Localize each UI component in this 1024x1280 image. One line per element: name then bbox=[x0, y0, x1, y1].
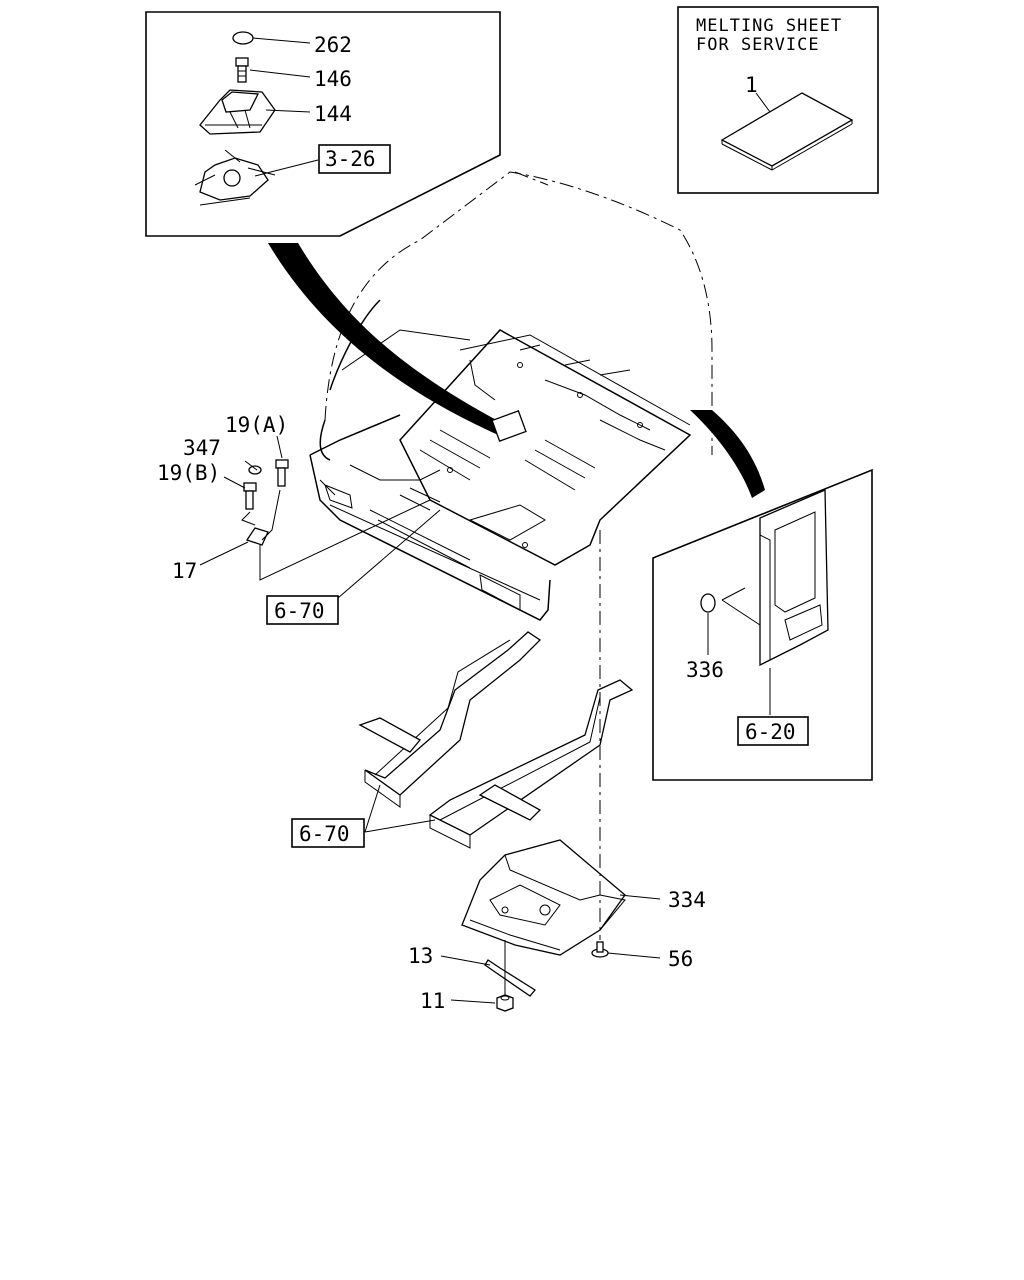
leader-lines bbox=[199, 435, 661, 1004]
ref-3-26: 3-26 bbox=[325, 147, 376, 171]
vehicle-body bbox=[309, 171, 713, 621]
label-1: 1 bbox=[745, 73, 758, 97]
part-19a-bolt bbox=[275, 459, 289, 487]
ref-box-6-70-bottom bbox=[291, 818, 365, 848]
floor-pad bbox=[468, 504, 546, 541]
part-11-nut bbox=[496, 994, 514, 1012]
pointer-arrow-left bbox=[268, 243, 515, 438]
part-336-plug bbox=[700, 593, 716, 613]
shift-lever-inset bbox=[145, 11, 501, 237]
lever-mechanism bbox=[194, 149, 276, 206]
melting-sheet-inset bbox=[677, 6, 879, 194]
side-panel-inset bbox=[652, 468, 873, 781]
label-334: 334 bbox=[668, 888, 706, 912]
frame-rails bbox=[358, 631, 634, 849]
label-11: 11 bbox=[420, 989, 445, 1013]
callout-labels: 262 146 144 3-26 MELTING SHEET FOR SERVI… bbox=[157, 16, 842, 1013]
part-262-cap bbox=[232, 31, 254, 45]
pointer-arrow-right bbox=[690, 410, 765, 498]
label-19a: 19(A) bbox=[225, 413, 288, 437]
side-panel bbox=[759, 489, 829, 667]
bolt-group bbox=[241, 459, 289, 546]
part-146-bolt bbox=[235, 57, 249, 83]
ref-6-20: 6-20 bbox=[745, 720, 796, 744]
label-336: 336 bbox=[686, 658, 724, 682]
label-56: 56 bbox=[668, 947, 693, 971]
label-347: 347 bbox=[183, 436, 221, 460]
label-146: 146 bbox=[314, 67, 352, 91]
part-17-clip bbox=[245, 527, 269, 546]
part-13-bracket bbox=[484, 959, 536, 997]
label-262: 262 bbox=[314, 33, 352, 57]
melting-sheet-line1: MELTING SHEET bbox=[696, 16, 842, 36]
label-144: 144 bbox=[314, 102, 352, 126]
console-mount bbox=[491, 410, 527, 442]
label-13: 13 bbox=[408, 944, 433, 968]
part-56-grommet bbox=[591, 941, 609, 958]
part-347-washer bbox=[248, 465, 262, 475]
melting-sheet-line2: FOR SERVICE bbox=[696, 35, 820, 55]
part-144-housing bbox=[199, 89, 276, 135]
ref-6-70-top: 6-70 bbox=[274, 599, 325, 623]
label-17: 17 bbox=[172, 559, 197, 583]
ref-box-6-70-top bbox=[266, 595, 339, 625]
part-334-floor-section bbox=[461, 839, 626, 956]
label-19b: 19(B) bbox=[157, 461, 220, 485]
part-19b-bolt bbox=[243, 482, 257, 510]
ref-6-70-bottom: 6-70 bbox=[299, 822, 350, 846]
